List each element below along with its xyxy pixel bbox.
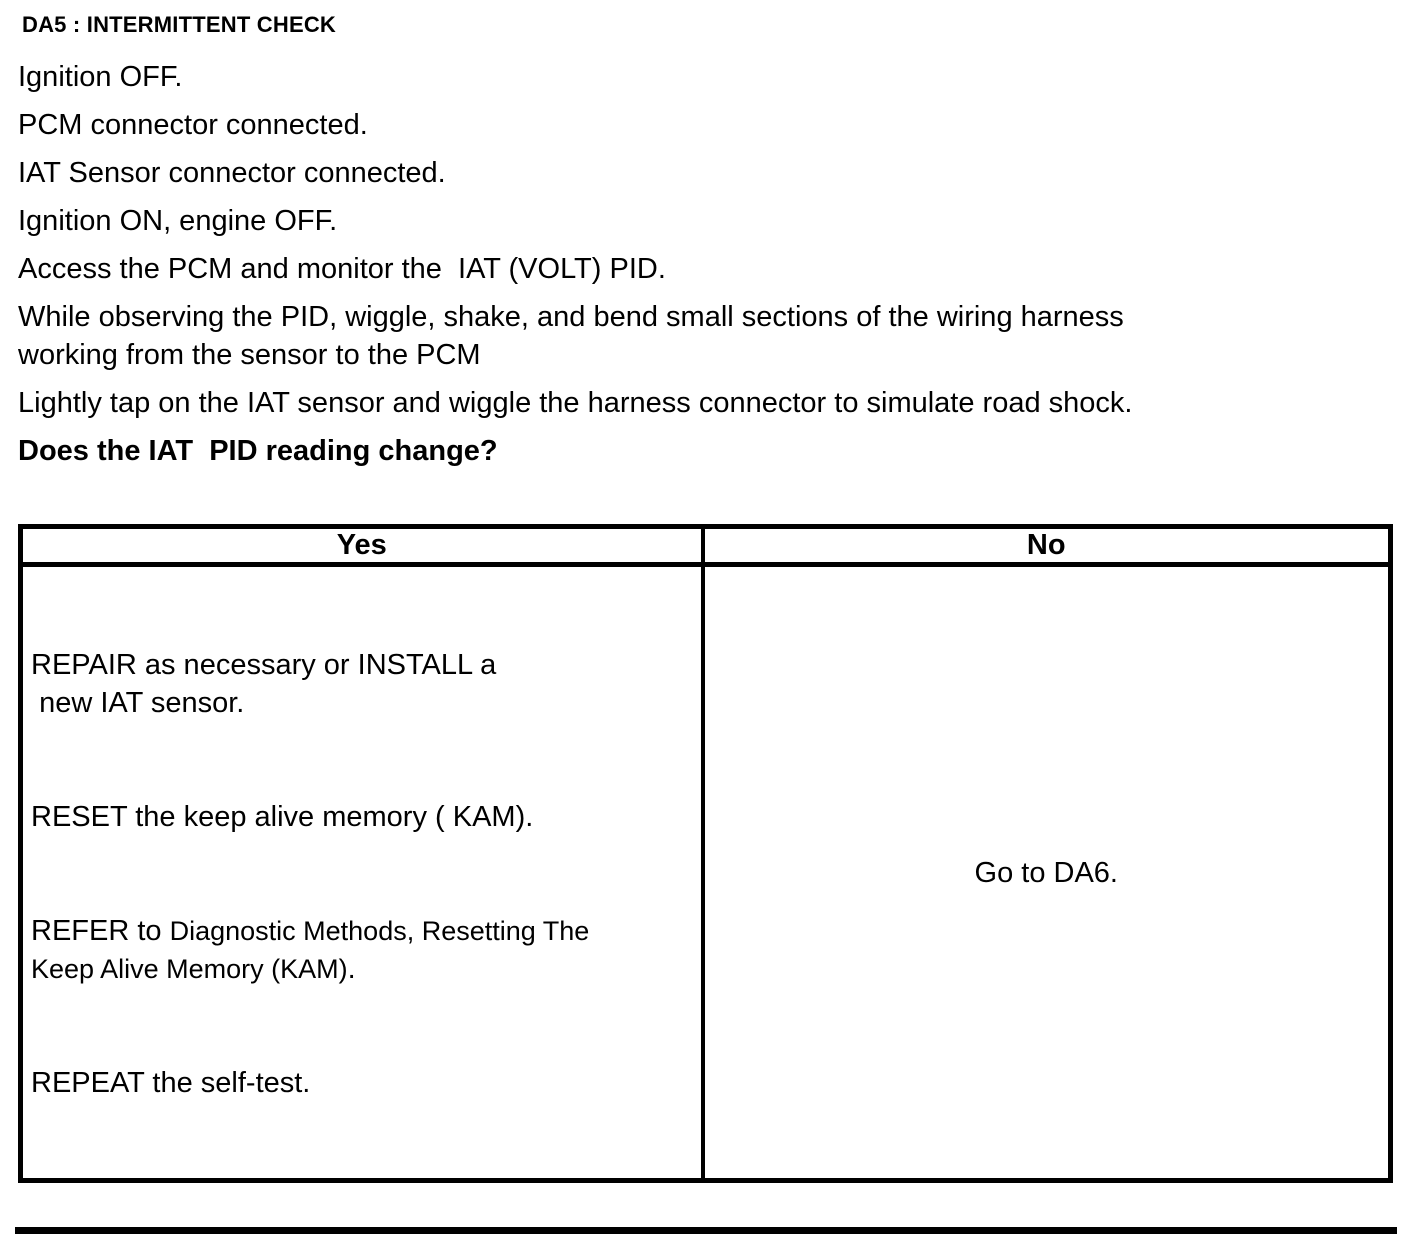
page-bottom-divider <box>15 1227 1397 1234</box>
step-ignition-off: Ignition OFF. <box>18 61 183 93</box>
no-action-cell: Go to DA6. <box>700 562 1393 1183</box>
decision-question: Does the IAT PID reading change? <box>18 435 498 467</box>
action-repeat-self-test: REPEAT the self-test. <box>31 1067 311 1099</box>
step-iat-connector: IAT Sensor connector connected. <box>18 157 446 189</box>
refer-prefix: REFER to <box>31 915 170 947</box>
step-pcm-connector: PCM connector connected. <box>18 109 368 141</box>
yes-actions-cell: REPAIR as necessary or INSTALL a new IAT… <box>18 562 705 1183</box>
refer-suffix: . <box>347 953 356 985</box>
yes-column-header: Yes <box>18 524 705 567</box>
action-reset-kam: RESET the keep alive memory ( KAM). <box>31 801 534 833</box>
step-ignition-on: Ignition ON, engine OFF. <box>18 205 338 237</box>
action-refer-diagnostic-methods: REFER to Diagnostic Methods, Resetting T… <box>31 912 697 988</box>
no-column-header: No <box>700 524 1393 567</box>
decision-table: Yes No REPAIR as necessary or INSTALL a … <box>18 524 1393 1183</box>
decision-table-header-row: Yes No <box>18 524 1393 567</box>
decision-table-body-row: REPAIR as necessary or INSTALL a new IAT… <box>18 562 1393 1183</box>
step-wiggle-harness: While observing the PID, wiggle, shake, … <box>18 301 1124 371</box>
page-title: DA5 : INTERMITTENT CHECK <box>22 12 337 37</box>
step-tap-sensor: Lightly tap on the IAT sensor and wiggle… <box>18 387 1133 419</box>
step-access-pcm: Access the PCM and monitor the IAT (VOLT… <box>18 253 666 285</box>
action-repair-install: REPAIR as necessary or INSTALL a new IAT… <box>31 649 497 719</box>
